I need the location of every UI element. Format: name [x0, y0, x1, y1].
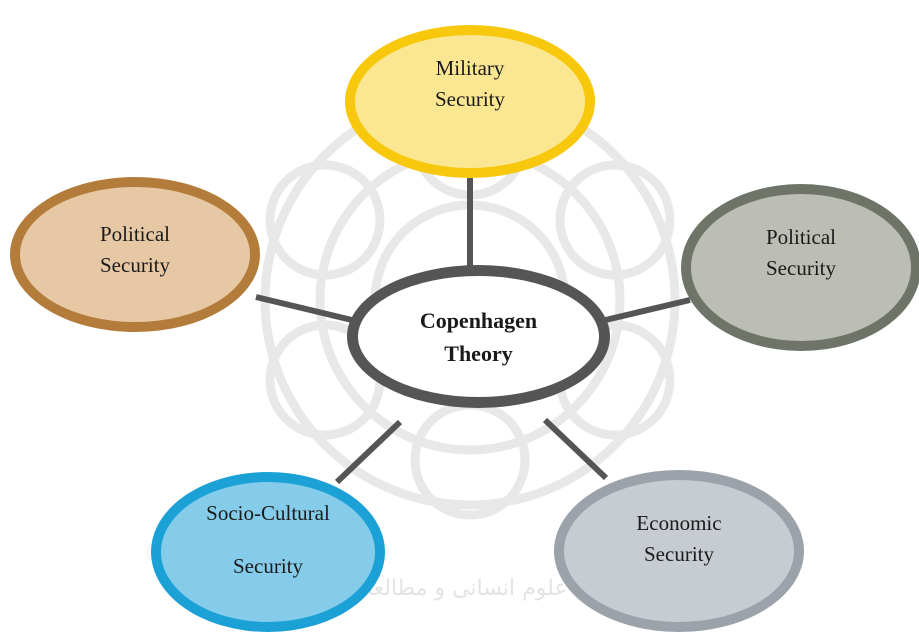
node-socio-cultural-security: Socio-Cultural Security	[151, 472, 385, 632]
military-label-line1: Military	[435, 56, 505, 80]
connector-political-right	[596, 297, 691, 325]
political-left-label-line2: Security	[100, 253, 170, 277]
node-political-security-left: Political Security	[10, 177, 260, 332]
center-label-line1: Copenhagen	[419, 307, 538, 333]
connector-political-left	[255, 294, 357, 324]
node-economic-security: Economic Security	[554, 470, 804, 632]
connector-socio-cultural	[334, 419, 403, 485]
connector-economic	[542, 417, 609, 481]
socio-label-line2: Security	[233, 554, 303, 578]
node-military-security: Military Security	[345, 25, 595, 178]
node-political-security-right: Political Security	[681, 184, 919, 351]
military-label-line2: Security	[435, 87, 505, 111]
political-left-label-line1: Political	[100, 222, 170, 246]
political-right-label-line1: Political	[766, 225, 836, 249]
political-right-label-line2: Security	[766, 256, 836, 280]
economic-label-line1: Economic	[636, 511, 722, 535]
center-node-copenhagen-theory: Copenhagen Theory	[347, 265, 610, 408]
socio-label-line1: Socio-Cultural	[206, 501, 330, 525]
center-label-line2: Theory	[444, 340, 513, 366]
economic-label-line2: Security	[644, 542, 714, 566]
